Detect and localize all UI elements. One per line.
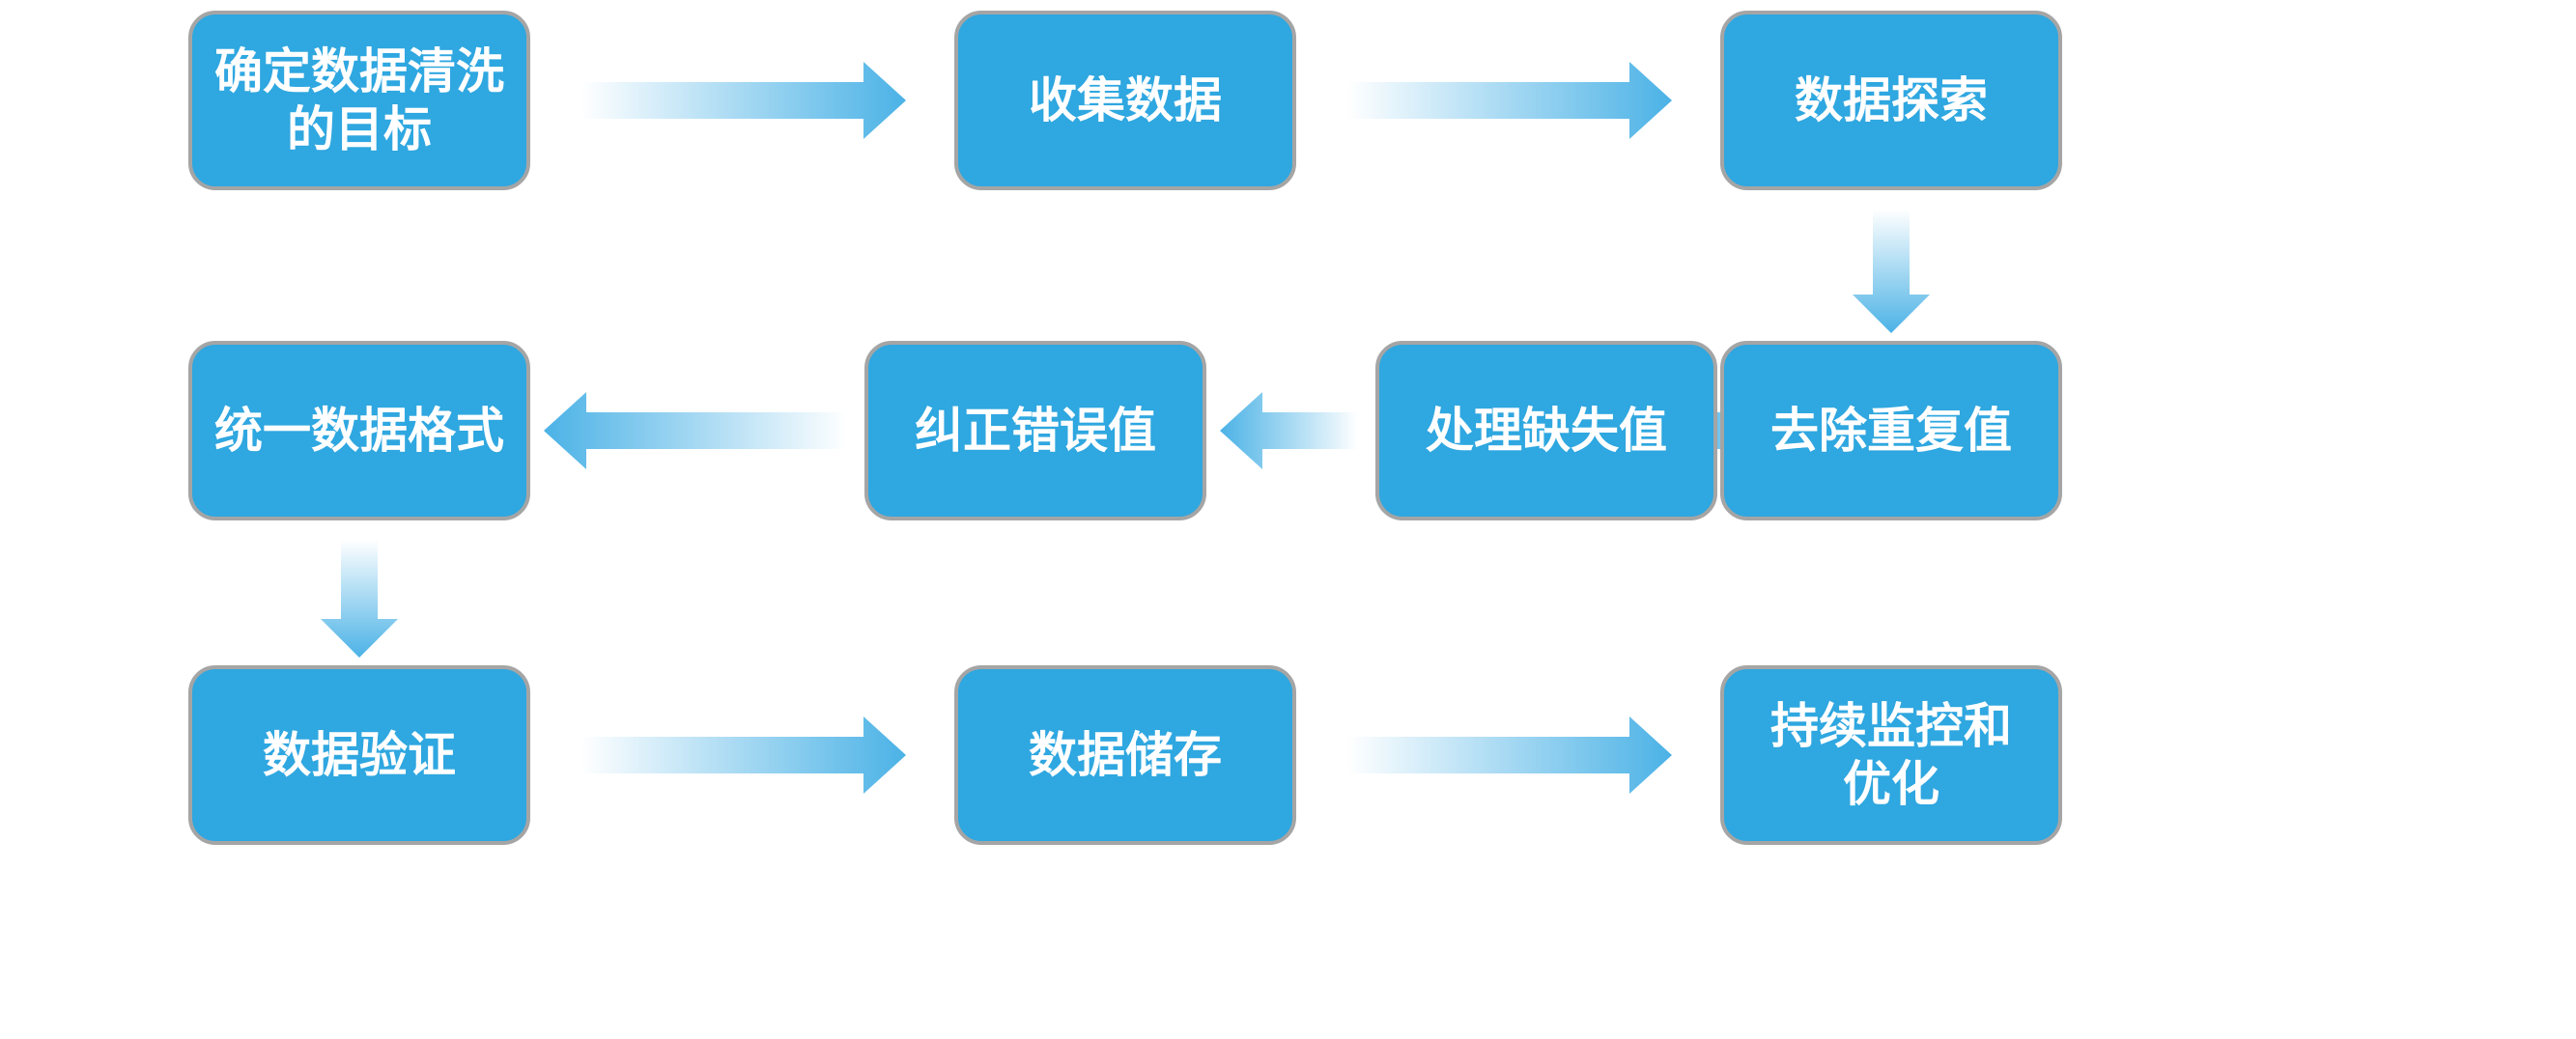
node-box — [1720, 11, 2062, 190]
node-box — [954, 665, 1296, 845]
node-box — [188, 665, 530, 845]
node-box — [188, 341, 530, 520]
node-n4: 去除重复值 — [1720, 341, 2062, 520]
node-box — [954, 11, 1296, 190]
node-label: 数据探索 — [1795, 72, 1988, 128]
node-label: 统一数据格式 — [214, 403, 504, 459]
node-box — [1720, 341, 2062, 520]
node-box — [1375, 341, 1717, 520]
arrow-n7-to-n8 — [321, 540, 398, 658]
node-n9: 数据储存 — [954, 665, 1296, 845]
node-n2: 收集数据 — [954, 11, 1296, 190]
node-label: 数据验证 — [263, 727, 456, 783]
node-label: 确定数据清洗 — [214, 43, 504, 99]
node-box — [188, 11, 530, 190]
node-n3: 数据探索 — [1720, 11, 2062, 190]
node-label: 去除重复值 — [1770, 403, 2012, 459]
node-n8: 数据验证 — [188, 665, 530, 845]
arrow-n5-to-n6 — [1220, 392, 1358, 469]
arrow-n6-to-n7 — [544, 392, 847, 469]
arrow-n2-to-n3 — [1347, 62, 1672, 139]
node-n7: 统一数据格式 — [188, 341, 530, 520]
nodes-layer: 确定数据清洗的目标收集数据数据探索去除重复值处理缺失值纠正错误值统一数据格式数据… — [188, 11, 2062, 845]
node-label: 持续监控和 — [1770, 698, 2012, 754]
node-label: 收集数据 — [1029, 72, 1222, 128]
node-label: 纠正错误值 — [915, 403, 1156, 459]
arrow-n8-to-n9 — [581, 716, 906, 794]
arrow-n1-to-n2 — [581, 62, 906, 139]
arrow-n3-to-n4 — [1853, 210, 1930, 333]
node-label: 数据储存 — [1029, 727, 1222, 783]
arrow-n9-to-n10 — [1347, 716, 1672, 794]
node-label: 优化 — [1843, 756, 1939, 812]
node-box — [1720, 665, 2062, 845]
node-box — [864, 341, 1206, 520]
node-label: 处理缺失值 — [1426, 403, 1667, 459]
node-label: 的目标 — [287, 101, 432, 157]
node-n6: 纠正错误值 — [864, 341, 1206, 520]
node-n5: 处理缺失值 — [1375, 341, 1717, 520]
